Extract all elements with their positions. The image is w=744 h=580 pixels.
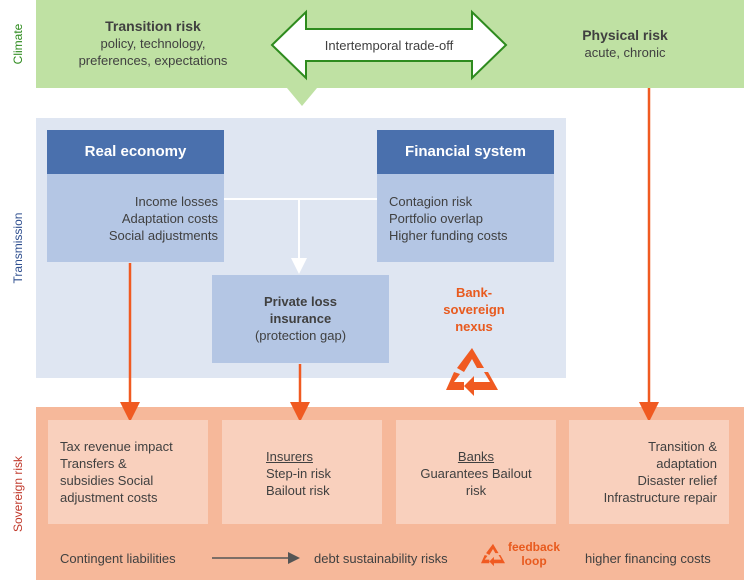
private-loss-sub: (protection gap) (254, 328, 347, 343)
box-line: Transfers & (60, 456, 127, 471)
sovereign-box-fiscal: Tax revenue impact Transfers & subsidies… (48, 420, 208, 524)
sovereign-box-banks: Banks Guarantees Bailout risk (396, 420, 556, 524)
tradeoff-label: Intertemporal trade-off (324, 38, 454, 53)
box-line: Bailout risk (266, 483, 330, 498)
box-line: adjustment costs (60, 490, 158, 505)
private-loss-title: Private loss (264, 294, 337, 309)
recycle-icon (481, 543, 505, 567)
climate-pointer (287, 88, 317, 106)
feedback-line: feedback (507, 540, 561, 554)
feedback-line: loop (521, 554, 547, 568)
financial-system-items: Contagion risk Portfolio overlap Higher … (377, 174, 554, 262)
list-item: Social adjustments (108, 228, 218, 243)
transition-risk-title: Transition risk (105, 18, 201, 34)
real-economy-header: Real economy (47, 130, 224, 174)
physical-risk: Physical risk acute, chronic (560, 27, 690, 61)
physical-risk-title: Physical risk (582, 27, 668, 43)
higher-financing-costs: higher financing costs (585, 551, 711, 566)
sovereign-box-physical: Transition & adaptation Disaster relief … (569, 420, 729, 524)
transition-risk: Transition risk policy, technology, pref… (58, 18, 248, 69)
box-line: risk (465, 483, 487, 498)
transition-risk-line: policy, technology, (100, 36, 206, 51)
list-item: Higher funding costs (389, 228, 508, 243)
financial-system-header: Financial system (377, 130, 554, 174)
contingent-liabilities: Contingent liabilities (60, 551, 176, 566)
nexus-line: Bank- (455, 285, 493, 300)
private-loss-insurance: Private loss insurance (protection gap) (212, 275, 389, 363)
real-economy-items: Income losses Adaptation costs Social ad… (47, 174, 224, 262)
box-line: Disaster relief (637, 473, 717, 488)
transition-risk-line: preferences, expectations (78, 53, 228, 68)
nexus-line: sovereign (443, 302, 505, 317)
box-line: Transition & (648, 439, 717, 454)
sovereign-box-insurers: Insurers Step-in risk Bailout risk (222, 420, 382, 524)
box-line: Tax revenue impact (60, 439, 173, 454)
box-line: Step-in risk (266, 466, 332, 481)
feedback-loop: feedback loop (504, 540, 564, 568)
box-line: Guarantees Bailout (420, 466, 532, 481)
debt-sustainability: debt sustainability risks (314, 551, 448, 566)
tradeoff-arrow (270, 9, 508, 81)
list-item: Income losses (134, 194, 218, 209)
box-line: Infrastructure repair (603, 490, 717, 505)
list-item: Contagion risk (389, 194, 473, 209)
bank-sovereign-nexus: Bank- sovereign nexus (424, 284, 524, 335)
nexus-line: nexus (455, 319, 493, 334)
physical-risk-sub: acute, chronic (584, 45, 666, 60)
box-line: subsidies Social (60, 473, 154, 488)
box-heading: Insurers (266, 449, 313, 464)
list-item: Portfolio overlap (389, 211, 483, 226)
list-item: Adaptation costs (121, 211, 218, 226)
recycle-icon (446, 348, 498, 396)
private-loss-title: insurance (269, 311, 332, 326)
box-heading: Banks (457, 449, 495, 464)
box-line: adaptation (656, 456, 717, 471)
